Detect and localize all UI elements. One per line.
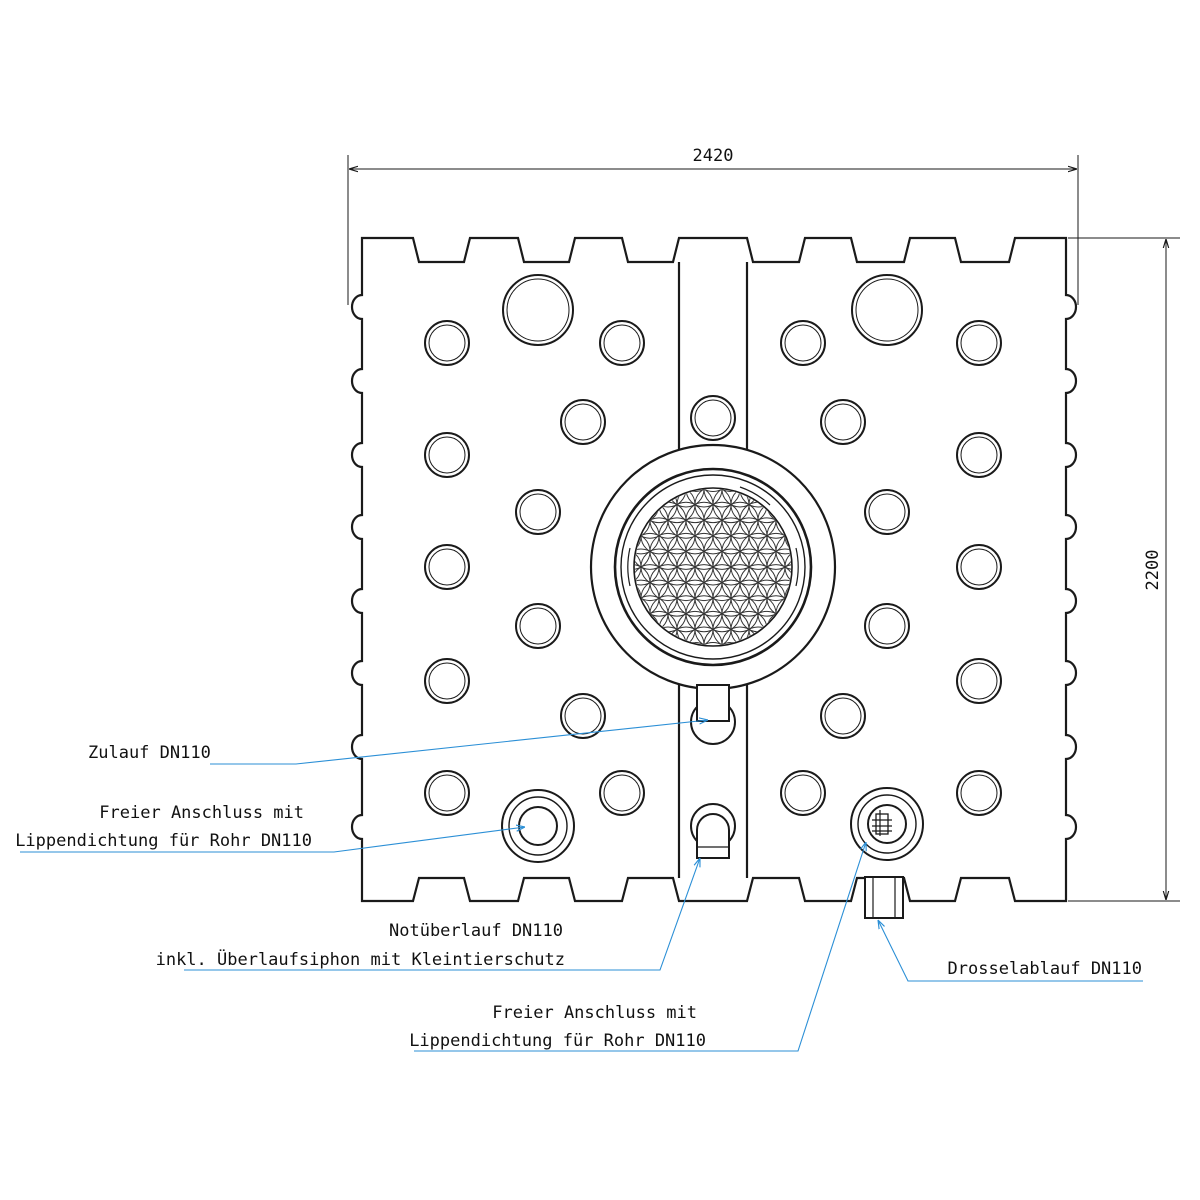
perforation-hole — [599, 770, 645, 816]
free-connection-left — [501, 789, 575, 863]
perforation-hole — [560, 399, 606, 445]
label-freier-left-2: Lippendichtung für Rohr DN110 — [15, 831, 312, 851]
perforation-hole — [956, 658, 1002, 704]
label-notueberlauf-1: Notüberlauf DN110 — [389, 921, 563, 941]
tank-body — [350, 236, 1078, 903]
perforation-hole — [820, 399, 866, 445]
perforation-hole — [864, 603, 910, 649]
perforation-hole — [424, 544, 470, 590]
perforation-hole — [851, 274, 923, 346]
wall-perforations — [424, 274, 1002, 816]
perforation-hole — [424, 658, 470, 704]
overflow-siphon — [690, 803, 736, 859]
perforation-hole — [864, 489, 910, 535]
perforation-hole — [515, 603, 561, 649]
label-zulauf: Zulauf DN110 — [88, 743, 211, 763]
manhole-cover — [589, 443, 837, 691]
leader-lines — [20, 720, 1143, 1052]
choke-insert — [872, 810, 892, 836]
leader-freier-left — [20, 827, 525, 853]
height-dimension: 2200 — [1068, 237, 1180, 902]
perforation-hole — [690, 395, 736, 441]
leader-notueberlauf — [184, 858, 700, 971]
leader-drossel — [878, 920, 1143, 982]
inlet-pipe — [690, 684, 736, 745]
width-dimension-label: 2420 — [693, 146, 734, 166]
tank-outline — [350, 236, 1078, 903]
perforation-hole — [956, 320, 1002, 366]
perforation-hole — [956, 770, 1002, 816]
choke-outlet-pipe — [864, 876, 904, 919]
label-freier-bottom-2: Lippendichtung für Rohr DN110 — [409, 1031, 706, 1051]
callout-labels: Zulauf DN110 Freier Anschluss mit Lippen… — [15, 743, 1142, 1051]
label-freier-left-1: Freier Anschluss mit — [99, 803, 304, 823]
perforation-hole — [956, 544, 1002, 590]
label-freier-bottom-1: Freier Anschluss mit — [492, 1003, 697, 1023]
perforation-hole — [780, 770, 826, 816]
label-notueberlauf-2: inkl. Überlaufsiphon mit Kleintierschutz — [156, 948, 565, 970]
perforation-hole — [424, 320, 470, 366]
height-dimension-label: 2200 — [1143, 550, 1163, 591]
free-connection-right — [850, 787, 924, 861]
perforation-hole — [515, 489, 561, 535]
perforation-hole — [956, 432, 1002, 478]
perforation-hole — [820, 693, 866, 739]
perforation-hole — [560, 693, 606, 739]
width-dimension: 2420 — [347, 146, 1079, 305]
perforation-hole — [502, 274, 574, 346]
leader-freier-bottom — [414, 842, 866, 1052]
perforation-hole — [780, 320, 826, 366]
perforation-hole — [424, 770, 470, 816]
leader-zulauf — [210, 720, 708, 765]
perforation-hole — [599, 320, 645, 366]
label-drossel: Drosselablauf DN110 — [948, 959, 1142, 979]
perforation-hole — [424, 432, 470, 478]
